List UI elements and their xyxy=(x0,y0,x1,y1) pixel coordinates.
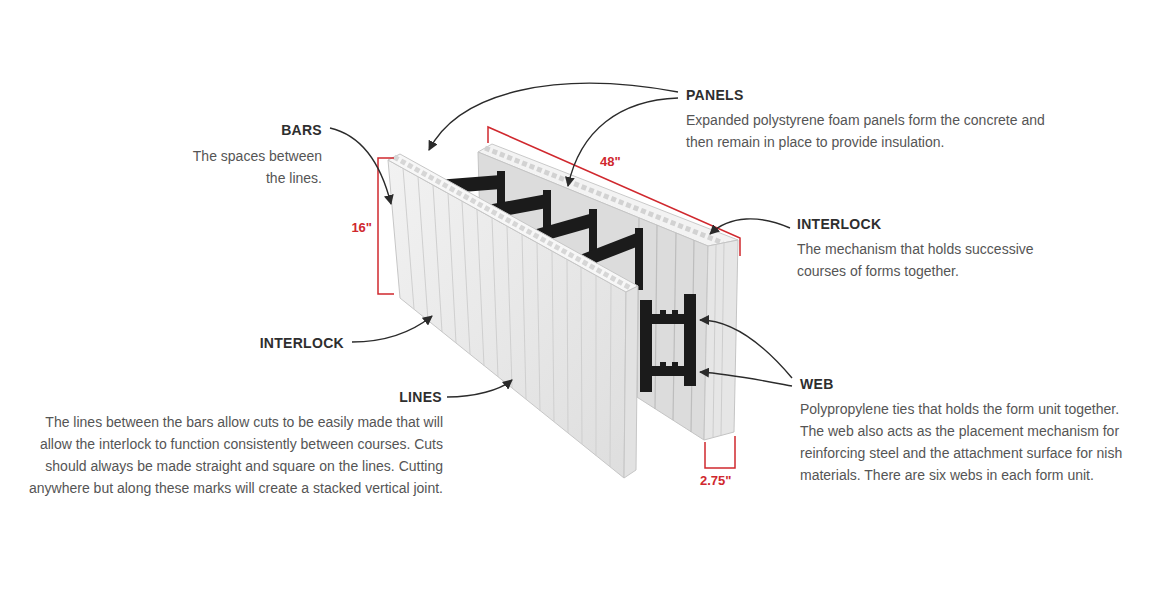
callout-text: Expanded polystyrene foam panels form th… xyxy=(686,109,1048,153)
callout-text: The mechanism that holds successive cour… xyxy=(797,238,1065,282)
callout-heading: WEB xyxy=(800,375,1000,393)
callout-heading: PANELS xyxy=(686,86,886,104)
leader-lines xyxy=(330,83,792,397)
callout-heading: BARS xyxy=(180,121,322,139)
callout-heading: INTERLOCK xyxy=(140,334,344,352)
callout-text: The spaces between the lines. xyxy=(180,145,322,189)
callout-heading: LINES xyxy=(240,388,442,406)
callout-text: Polypropylene ties that holds the form u… xyxy=(800,398,1142,486)
dimension-label: 2.75" xyxy=(700,473,760,489)
dimension-label: 48" xyxy=(600,154,640,170)
callout-text: The lines between the bars allow cuts to… xyxy=(16,411,443,499)
callout-heading: INTERLOCK xyxy=(797,215,997,233)
dimension-label: 16" xyxy=(336,220,372,236)
